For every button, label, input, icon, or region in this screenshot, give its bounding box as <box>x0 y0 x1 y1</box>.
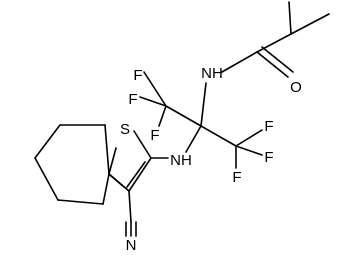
oxygen-label: O <box>290 79 302 96</box>
bond <box>200 125 237 147</box>
bond <box>200 82 207 127</box>
bond <box>235 145 263 156</box>
fluorine-label: F <box>232 169 241 186</box>
bond <box>235 129 263 147</box>
bond <box>57 199 104 205</box>
sulfur-label: S <box>120 121 130 138</box>
bond <box>221 51 258 73</box>
fluorine-label: F <box>133 67 142 84</box>
fluorine-label: F <box>150 127 159 144</box>
bond <box>34 157 59 201</box>
bond <box>143 71 167 107</box>
bond <box>34 124 61 159</box>
cf3-right <box>235 129 263 169</box>
bond <box>128 157 152 192</box>
thiophene-ring <box>108 130 152 192</box>
amide-group <box>221 1 330 78</box>
bond <box>133 130 152 159</box>
cyclohexane-ring <box>34 124 110 205</box>
bond <box>288 1 292 35</box>
bond <box>256 33 292 53</box>
fluorine-label: F <box>128 91 137 108</box>
fluorine-label: F <box>264 149 273 166</box>
fluorine-label: F <box>264 118 273 135</box>
double-bond-inner <box>126 161 146 188</box>
bond <box>102 173 110 205</box>
bond <box>108 147 117 175</box>
bond <box>104 124 110 175</box>
cf3-left <box>139 71 167 127</box>
bond <box>256 51 289 78</box>
bond <box>158 105 167 127</box>
amine-nh-label: NH <box>170 152 192 169</box>
nitrile-n-label: N <box>126 237 137 254</box>
bond <box>128 190 132 223</box>
double-bond <box>261 46 294 73</box>
double-bond-inner <box>109 174 125 188</box>
bond <box>139 96 167 107</box>
central-carbon <box>165 82 237 147</box>
amide-nh-label: NH <box>201 65 223 82</box>
bond <box>290 13 330 35</box>
bond <box>185 125 202 153</box>
bond <box>165 105 202 127</box>
nitrile-group <box>125 190 137 237</box>
